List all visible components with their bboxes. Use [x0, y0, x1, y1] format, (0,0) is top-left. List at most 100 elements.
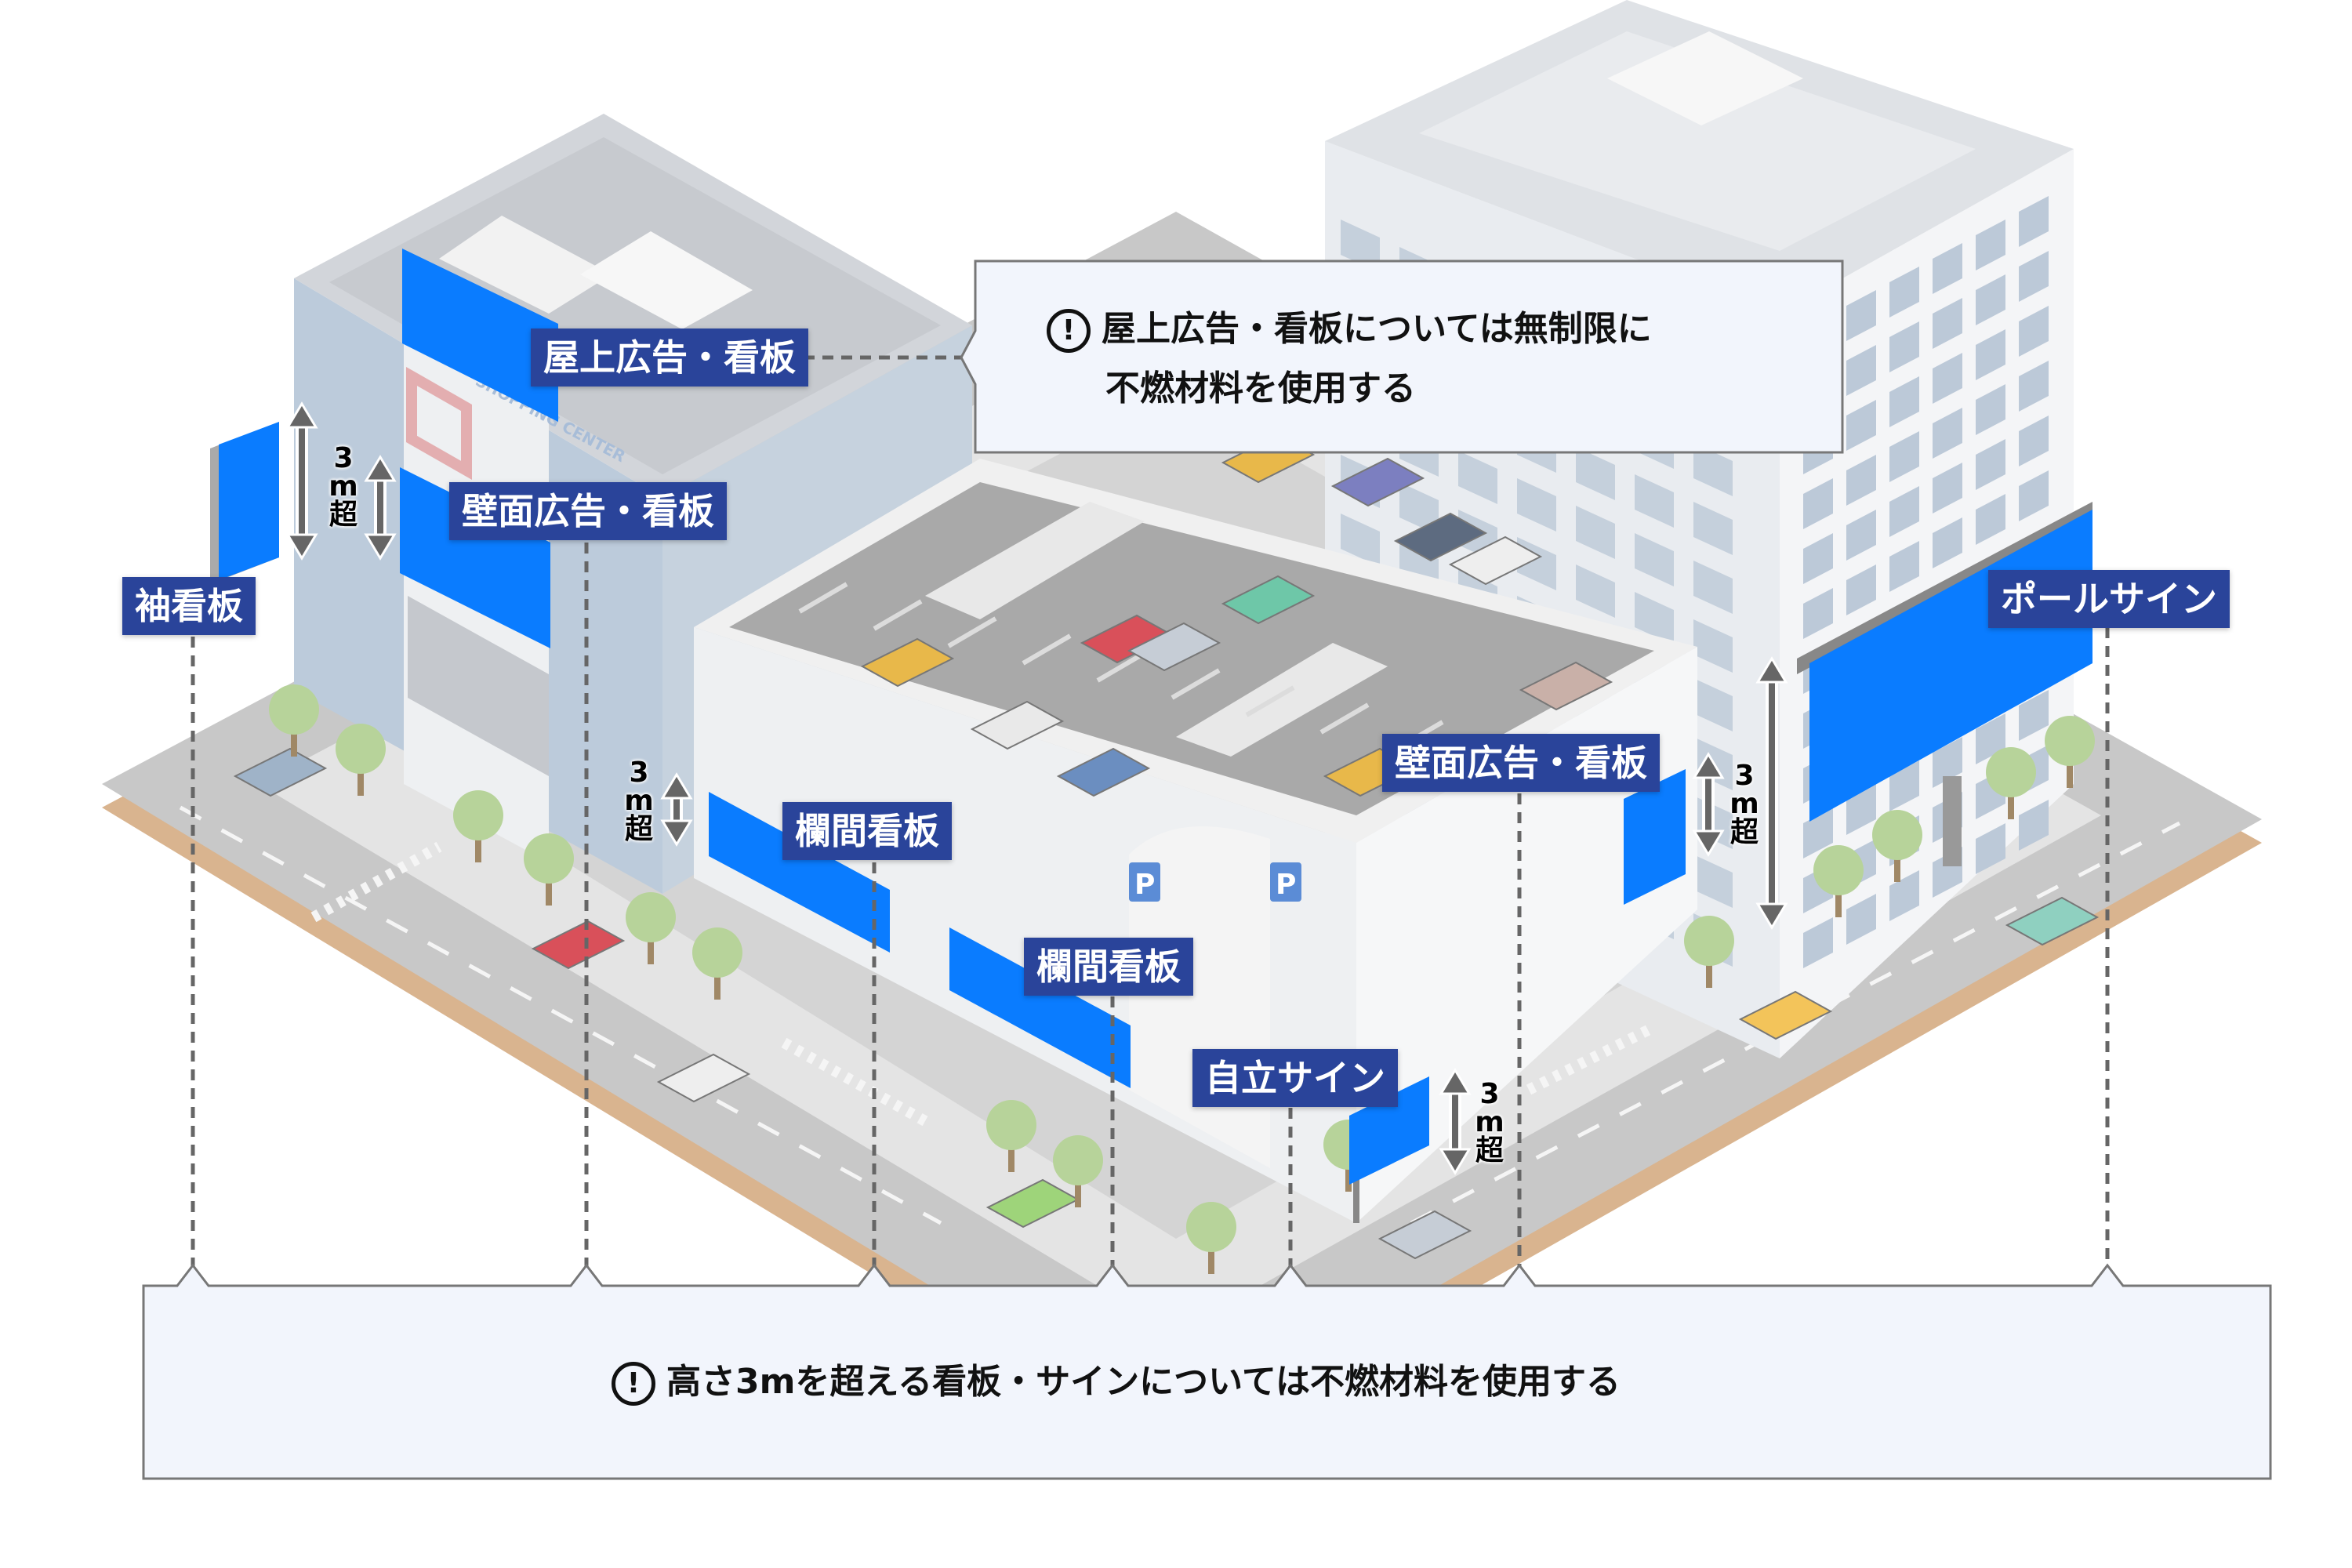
car [1377, 1210, 1472, 1260]
car [1127, 622, 1221, 672]
freestanding-sign-panel [1349, 1076, 1429, 1185]
window [1803, 533, 1833, 584]
window [1889, 870, 1919, 921]
window [1889, 376, 1919, 427]
parking-sign: P [1134, 869, 1155, 901]
window [1889, 760, 1919, 811]
tree [1053, 1135, 1103, 1185]
car [1221, 575, 1316, 625]
window [1576, 506, 1615, 559]
rooftop-note-line2: 不燃材料を使用する [1105, 368, 1416, 408]
car [233, 747, 328, 797]
label-wall-sign-right: 壁面広告・看板 [1382, 734, 1660, 792]
leader-lines [191, 355, 2110, 1286]
window [1693, 855, 1733, 908]
height-note-box [142, 1263, 2272, 1480]
window [1635, 533, 1674, 586]
label-transom-sign-2: 欄間看板 [1024, 938, 1193, 996]
tree [1872, 810, 1922, 860]
car [1330, 457, 1425, 507]
height-note: !高さ3mを超える看板・サインについては不燃材料を使用する [612, 1352, 1621, 1412]
window [1933, 298, 1962, 349]
parking-line [1319, 702, 1370, 735]
window [1976, 274, 2005, 325]
window [1933, 353, 1962, 404]
window [1889, 321, 1919, 372]
window [2019, 196, 2049, 247]
window [2019, 306, 2049, 357]
tree [524, 833, 574, 884]
arrow-head [1755, 656, 1788, 684]
label-pole-sign: ポールサイン [1988, 570, 2230, 628]
window [1846, 564, 1876, 615]
window [1803, 478, 1833, 529]
label-wall-sign-left: 壁面広告・看板 [449, 482, 727, 540]
window [1933, 463, 1962, 514]
car [1056, 747, 1151, 797]
car [1519, 661, 1613, 711]
car [531, 920, 626, 970]
parking-line [873, 599, 923, 631]
window [1933, 408, 1962, 459]
window [1693, 502, 1733, 555]
transom-sign-panel-2 [949, 927, 1131, 1088]
window [1341, 514, 1380, 567]
rooftop-note-line1: 屋上広告・看板については無制限に [1102, 309, 1652, 349]
arrow-head [1692, 829, 1725, 857]
trees [269, 684, 2095, 1274]
window [2019, 251, 2049, 302]
parking-line [947, 616, 997, 648]
tree [1684, 916, 1734, 966]
tree [1813, 845, 1864, 895]
tree [626, 892, 676, 942]
exclamation-circle-icon: ! [612, 1362, 655, 1406]
window [1846, 290, 1876, 341]
parking-sign: P [1276, 869, 1296, 901]
window [1889, 486, 1919, 537]
arrow-head [364, 533, 397, 561]
window [1341, 220, 1380, 273]
car [1738, 990, 1833, 1040]
rooftop-sign-panel [402, 249, 558, 422]
rooftop-note-box [960, 260, 1844, 454]
window [1976, 494, 2005, 545]
window [1976, 439, 2005, 490]
window [1803, 588, 1833, 639]
window [1846, 510, 1876, 561]
wall-sign-panel-left [400, 467, 550, 648]
arrow-head [660, 819, 693, 847]
car [1393, 512, 1488, 562]
window [2019, 690, 2049, 741]
tree [336, 724, 386, 774]
window [1458, 451, 1497, 504]
window [1933, 737, 1962, 788]
label-freestanding-sign: 自立サイン [1192, 1049, 1398, 1107]
arrow-head [660, 772, 693, 800]
car [970, 700, 1065, 750]
car [860, 637, 955, 688]
car [1448, 535, 1543, 586]
window [1635, 474, 1674, 528]
arrow-head [364, 455, 397, 482]
rooftop-note: ! 屋上広告・看板については無制限に 不燃材料を使用する [1047, 299, 1652, 419]
window [1889, 541, 1919, 592]
window [1635, 592, 1674, 645]
window [2019, 470, 2049, 521]
label-projecting-sign: 袖看板 [122, 577, 256, 635]
tree [269, 684, 319, 735]
tree [692, 927, 742, 978]
window [1693, 561, 1733, 614]
window [2019, 800, 2049, 851]
tree [986, 1100, 1036, 1150]
arrow-head [1439, 1068, 1472, 1095]
window [1846, 894, 1876, 945]
exclamation-circle-icon: ! [1047, 309, 1091, 353]
window [2019, 416, 2049, 466]
projecting-sign-panel [219, 422, 279, 580]
window [1933, 517, 1962, 568]
